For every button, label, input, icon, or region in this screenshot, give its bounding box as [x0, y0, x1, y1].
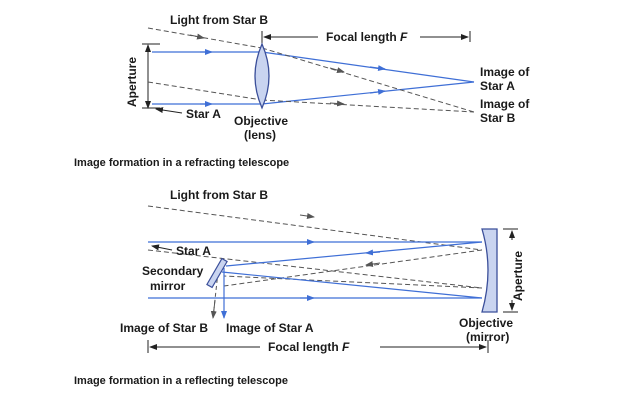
refr-light-from-star-b-label: Light from Star B	[170, 13, 268, 27]
refl-aperture-label: Aperture	[511, 251, 525, 301]
refr-image-b-line1: Image of	[480, 97, 530, 111]
refr-aperture-label: Aperture	[125, 57, 139, 107]
refracting-focal-dimension	[261, 31, 471, 45]
refl-secondary-line2: mirror	[150, 279, 186, 293]
objective-lens	[254, 42, 270, 110]
refracting-caption: Image formation in a refracting telescop…	[74, 157, 289, 169]
refl-star-a-pointer	[151, 244, 173, 251]
refr-focal-length-label: Focal length F	[326, 30, 408, 44]
refracting-aperture-dimension	[142, 43, 160, 109]
refl-secondary-line1: Secondary	[142, 264, 204, 278]
refr-star-a-pointer	[155, 107, 183, 114]
refr-image-a-line2: Star A	[480, 79, 515, 93]
refr-image-a-line1: Image of	[480, 65, 530, 79]
refracting-telescope: Light from Star B Focal length F Apertur…	[74, 13, 530, 169]
refr-star-a-label: Star A	[186, 107, 221, 121]
refr-focal-length-symbol: F	[400, 30, 408, 44]
refl-objective-line2: (mirror)	[466, 330, 509, 344]
refr-objective-line1: Objective	[234, 114, 288, 128]
refl-star-a-label: Star A	[176, 244, 211, 258]
refl-objective-line1: Objective	[459, 316, 513, 330]
refl-focal-length-label: Focal length F	[268, 340, 350, 354]
refr-image-b-line2: Star B	[480, 111, 516, 125]
reflecting-caption: Image formation in a reflecting telescop…	[74, 375, 288, 387]
refl-image-a-label: Image of Star A	[226, 321, 314, 335]
refracting-star-b-rays	[147, 27, 475, 113]
refl-light-from-star-b-label: Light from Star B	[170, 188, 268, 202]
reflecting-telescope: Light from Star B Star A Secondary mirro…	[74, 188, 525, 387]
refracting-star-a-rays	[152, 49, 475, 107]
refl-image-b-label: Image of Star B	[120, 321, 208, 335]
refl-focal-length-prefix: Focal length	[268, 340, 342, 354]
refr-objective-line2: (lens)	[244, 128, 276, 142]
reflecting-aperture-dimension	[503, 228, 518, 313]
refl-focal-length-symbol: F	[342, 340, 350, 354]
objective-mirror	[481, 228, 498, 313]
reflecting-star-b-rays	[147, 205, 483, 319]
refr-focal-length-prefix: Focal length	[326, 30, 400, 44]
secondary-mirror	[206, 257, 228, 289]
reflecting-focal-dimension	[147, 340, 489, 353]
reflecting-star-a-rays	[148, 239, 483, 319]
